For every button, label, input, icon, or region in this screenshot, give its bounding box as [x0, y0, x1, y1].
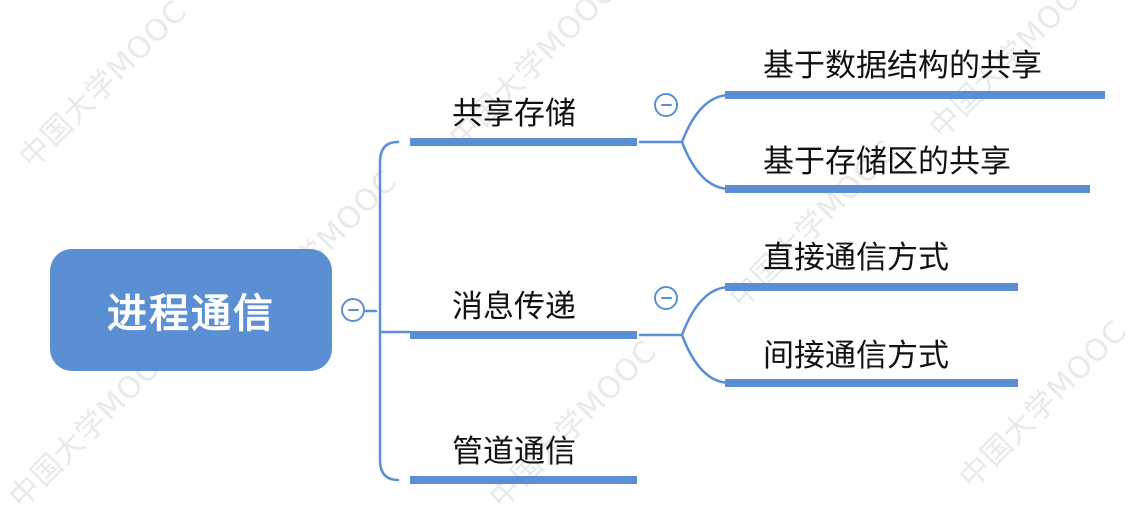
underline-child-1-2 [725, 185, 1090, 193]
connector-child-1-2 [680, 140, 732, 191]
root-label: 进程通信 [107, 291, 275, 337]
connector-child-2-2 [680, 333, 732, 385]
underline-branch-1 [410, 138, 637, 146]
branch-label-shared-memory[interactable]: 共享存储 [452, 96, 576, 132]
collapse-branch-2-icon[interactable] [654, 286, 678, 310]
underline-branch-3 [410, 476, 637, 484]
branch-label-pipe[interactable]: 管道通信 [452, 434, 576, 470]
child-label-direct-communication[interactable]: 直接通信方式 [763, 240, 949, 276]
child-label-storage-area-sharing[interactable]: 基于存储区的共享 [763, 144, 1011, 180]
underline-child-2-2 [725, 379, 1018, 387]
connector-child-1-1 [680, 93, 732, 144]
collapse-branch-1-icon[interactable] [654, 93, 678, 117]
child-label-indirect-communication[interactable]: 间接通信方式 [763, 338, 949, 374]
collapse-root-icon[interactable] [341, 298, 365, 322]
underline-child-1-1 [725, 91, 1105, 99]
connector-bus [378, 140, 400, 482]
branch-label-message-passing[interactable]: 消息传递 [452, 289, 576, 325]
underline-child-2-1 [725, 283, 1018, 291]
child-label-data-structure-sharing[interactable]: 基于数据结构的共享 [763, 48, 1042, 84]
connector-child-2-1 [680, 285, 732, 337]
root-node[interactable]: 进程通信 [50, 249, 332, 371]
underline-branch-2 [410, 331, 637, 339]
